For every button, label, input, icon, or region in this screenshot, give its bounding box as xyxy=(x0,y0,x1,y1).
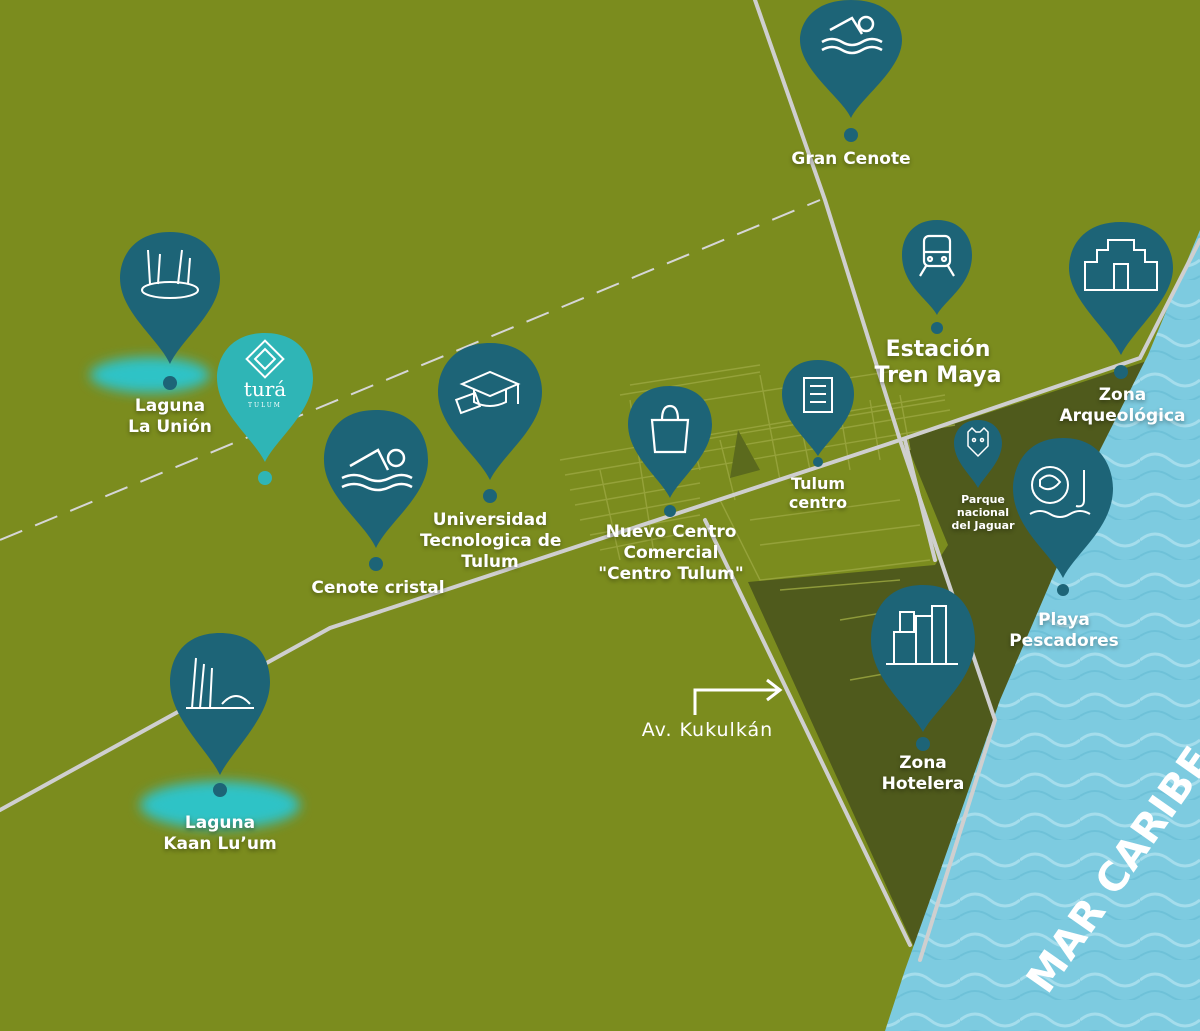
pin-universidad[interactable] xyxy=(438,343,542,503)
train-icon xyxy=(919,234,955,277)
pin-laguna-kaan[interactable] xyxy=(170,633,270,797)
lagoon-kaan xyxy=(140,781,300,829)
pyramid-icon xyxy=(1084,239,1158,291)
label-estacion: Estación Tren Maya xyxy=(874,337,1002,388)
jaguar-icon xyxy=(967,426,989,458)
pin-laguna-union[interactable] xyxy=(120,232,220,390)
pin-gran-cenote[interactable] xyxy=(800,0,902,142)
pin-estacion[interactable] xyxy=(902,220,972,334)
label-zona-arqueologica: Zona Arqueológica xyxy=(1059,385,1186,426)
city-buildings-icon xyxy=(886,605,958,665)
pin-zona-hotelera[interactable] xyxy=(871,585,975,751)
label-playa-pescadores: Playa Pescadores xyxy=(1009,610,1119,651)
graduation-cap-icon xyxy=(454,370,521,415)
brand-sub: TULUM xyxy=(248,402,282,409)
label-cenote-cristal: Cenote cristal xyxy=(311,578,445,598)
swimmer-icon xyxy=(821,15,883,55)
pin-parque-jaguar[interactable] xyxy=(954,420,1002,488)
park-wedge xyxy=(730,430,760,478)
swimmer-icon xyxy=(341,448,413,492)
tura-logo-icon xyxy=(245,339,285,379)
label-universidad: Universidad Tecnologica de Tulum xyxy=(420,510,562,572)
pin-nuevo-centro[interactable] xyxy=(628,386,712,517)
pin-tulum-centro[interactable] xyxy=(782,360,854,467)
label-parque-jaguar: Parque nacional del Jaguar xyxy=(951,493,1015,532)
label-zona-hotelera: Zona Hotelera xyxy=(881,753,965,794)
pin-playa-pescadores[interactable] xyxy=(1013,438,1113,596)
label-gran-cenote: Gran Cenote xyxy=(791,149,911,169)
pin-cenote-cristal[interactable] xyxy=(324,410,428,571)
lagoon-union xyxy=(90,357,210,393)
label-laguna-union: Laguna La Unión xyxy=(128,396,212,437)
shopping-bag-icon xyxy=(650,404,690,454)
pin-tura[interactable] xyxy=(217,333,313,485)
reeds-icon xyxy=(186,657,254,709)
pin-zona-arqueologica[interactable] xyxy=(1069,222,1173,379)
fish-icon xyxy=(1029,466,1091,518)
building-icon xyxy=(803,377,833,413)
label-laguna-kaan: Laguna Kaan Lu’um xyxy=(163,813,277,854)
reeds-lagoon-icon xyxy=(141,249,199,299)
label-nuevo-centro: Nuevo Centro Comercial "Centro Tulum" xyxy=(598,522,744,584)
brand-name: turá xyxy=(243,377,287,401)
label-tulum-centro: Tulum centro xyxy=(788,474,848,512)
road-label-kukulkan: Av. Kukulkán xyxy=(641,719,774,741)
dashed-boundary xyxy=(0,199,821,541)
sea-waves xyxy=(885,230,1200,1031)
arrow-head-icon xyxy=(766,678,783,702)
arrow-icon xyxy=(693,688,778,715)
